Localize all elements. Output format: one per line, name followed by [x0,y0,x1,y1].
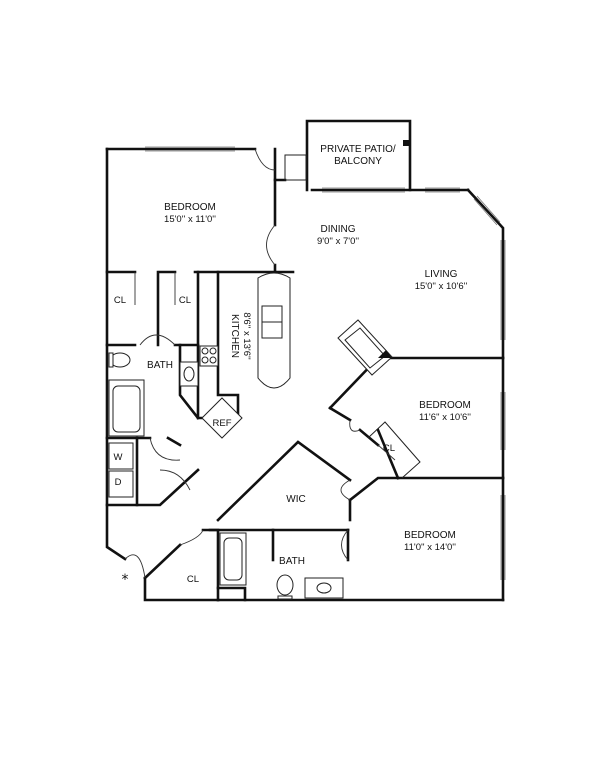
bedroom-3-label: BEDROOM [404,530,456,541]
dryer [108,470,134,498]
dining-dims: 9'0'' x 7'0'' [317,236,359,247]
bath-2-label: BATH [279,556,305,567]
dining-label: DINING [321,224,356,235]
kitchen-label: KITCHEN [229,314,240,358]
patio-label-line2: BALCONY [334,156,382,167]
ref-label: REF [213,418,232,429]
entry-marker: * [122,572,129,588]
stove [199,345,219,367]
living-label: LIVING [425,269,458,280]
refrigerator [201,397,243,439]
living-dims: 15'0'' x 10'6'' [415,281,468,292]
wic-label: WIC [286,494,305,505]
washer [108,442,134,470]
patio-post [403,140,409,146]
bath-1-label: BATH [147,360,173,371]
closet-d-label: CL [187,574,199,585]
dryer-label: D [115,477,122,488]
closet-b-label: CL [179,295,191,306]
bedroom-1-label: BEDROOM [164,202,216,213]
fireplace [337,319,393,376]
door-swings [124,148,396,579]
vanity-2 [304,577,344,599]
bedroom-2-label: BEDROOM [419,400,471,411]
toilet-2 [276,574,294,596]
fireplace-corner [378,350,392,358]
bedroom-1-dims: 15'0'' x 11'0'' [164,214,216,225]
bedroom-2-dims: 11'6'' x 10'6'' [419,412,471,423]
exterior-walls [105,119,505,602]
patio-label-line1: PRIVATE PATIO/ [320,144,396,155]
closet-a-label: CL [114,295,126,306]
fixtures [108,272,393,600]
interior-walls [105,154,505,602]
bathtub-1 [108,379,145,437]
room-labels: PRIVATE PATIO/ BALCONY BEDROOM 15'0'' x … [114,144,472,588]
windows [145,146,506,580]
sink-1 [179,361,199,387]
closet-c-label: CL [383,443,395,454]
kitchen-dims: 8'6'' x 13'6'' [241,312,252,360]
bedroom-3-dims: 11'0'' x 14'0'' [404,542,456,553]
washer-label: W [114,452,123,463]
